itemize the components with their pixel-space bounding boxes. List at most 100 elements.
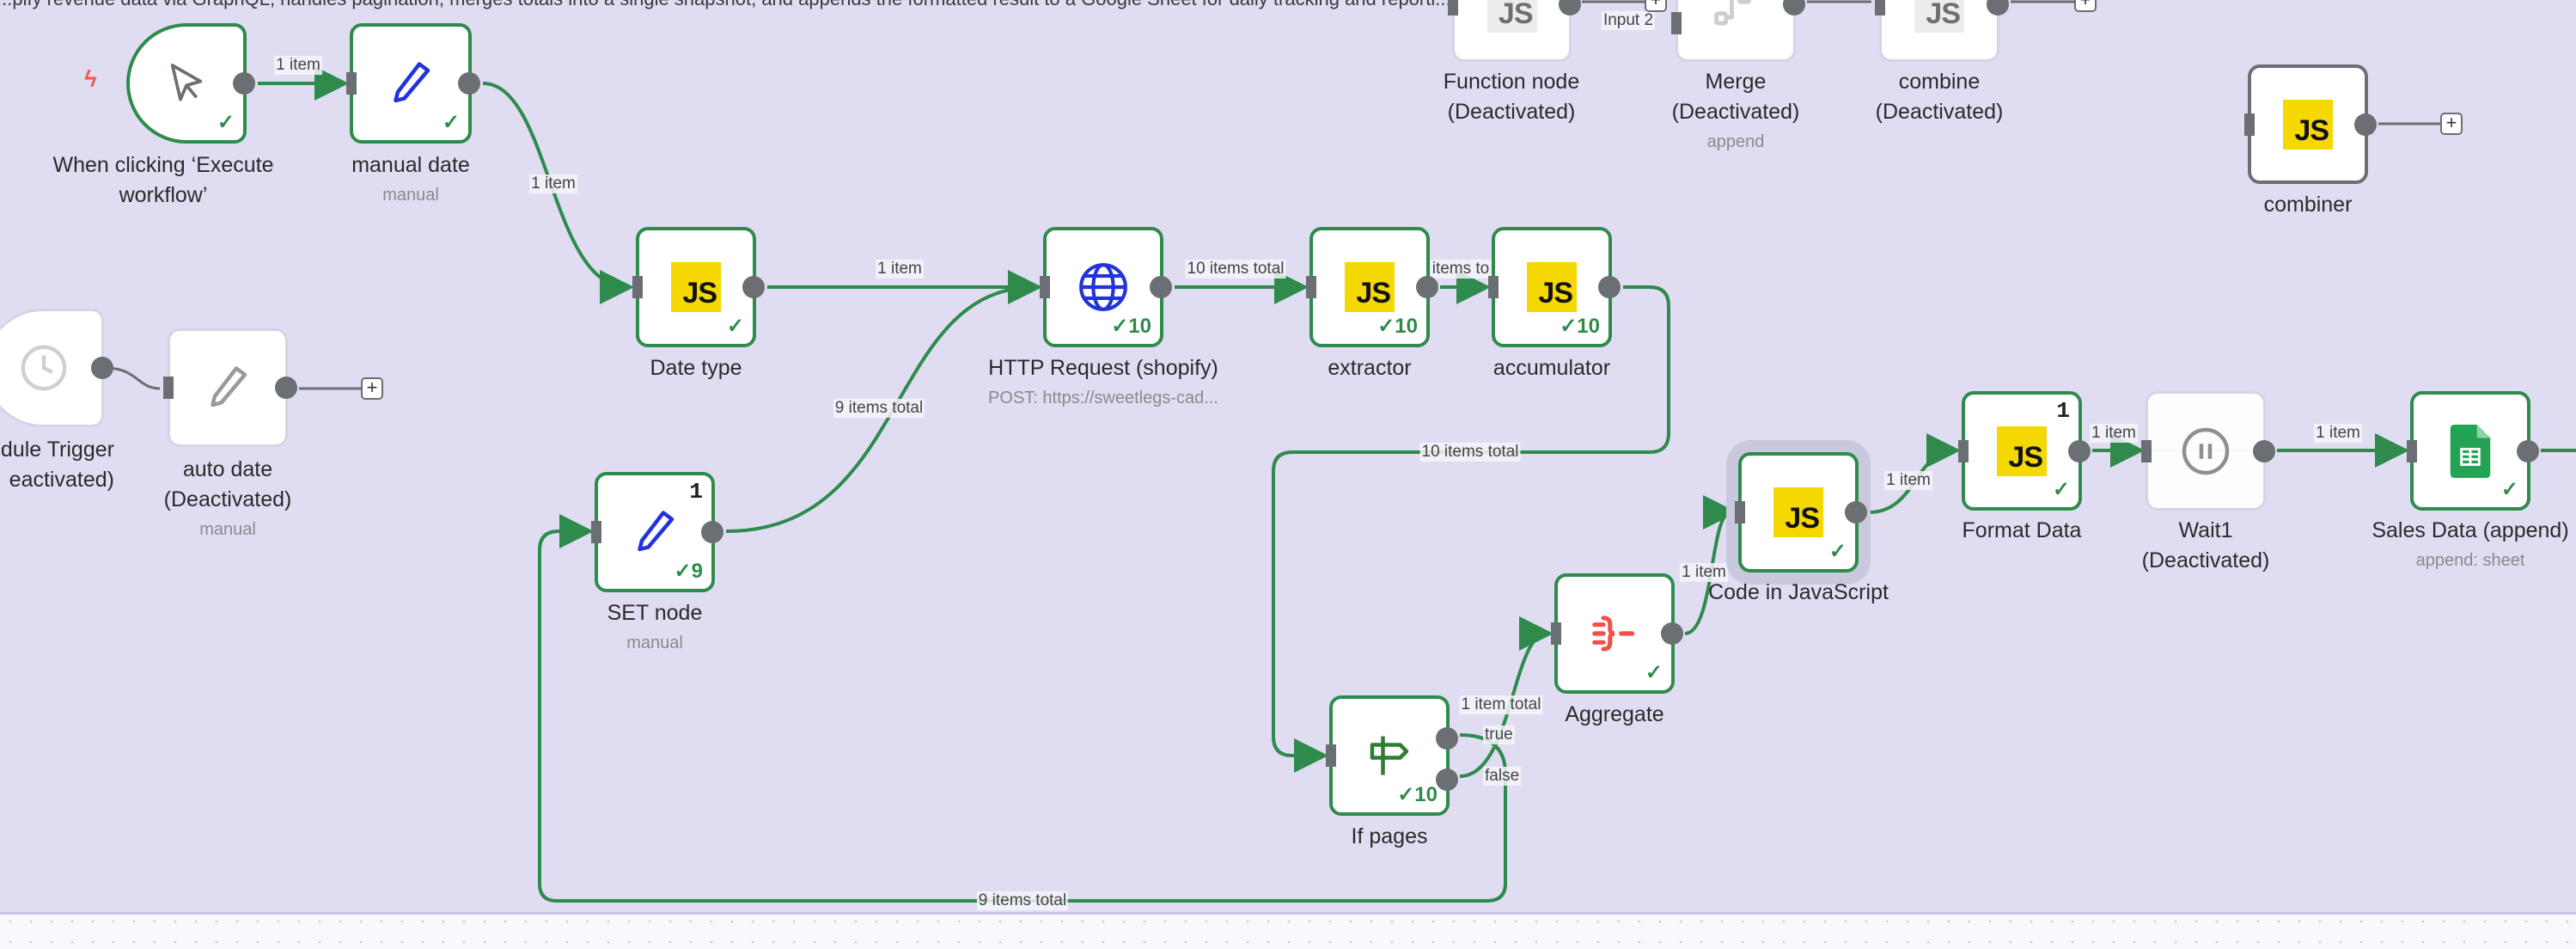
- input-handle[interactable]: [1735, 501, 1745, 523]
- edge-label: 10 items total: [1419, 443, 1521, 462]
- pencil-icon: [211, 366, 247, 407]
- node-accumulator[interactable]: JS ✓10: [1488, 227, 1621, 347]
- input-label: Input 2: [1601, 11, 1656, 30]
- edge-if-false-set: [538, 514, 1507, 903]
- node-label: If pages: [1351, 824, 1428, 848]
- input-handle[interactable]: [1551, 622, 1561, 645]
- aggregate-icon: [1592, 615, 1635, 652]
- add-node-button[interactable]: +: [2074, 0, 2097, 12]
- add-node-button[interactable]: +: [361, 377, 383, 400]
- output-handle[interactable]: [1598, 276, 1621, 298]
- output-handle[interactable]: [742, 276, 765, 298]
- node-sales-data[interactable]: ✓: [2407, 391, 2539, 511]
- output-handle[interactable]: [91, 357, 113, 379]
- input-handle[interactable]: [2407, 439, 2417, 462]
- node-merge[interactable]: [1671, 0, 1805, 62]
- input-handle[interactable]: [1326, 744, 1336, 767]
- edge-schedule-autodate: [104, 366, 161, 390]
- workflow-canvas[interactable]: ...pify revenue data via GraphQL, handle…: [0, 0, 2576, 912]
- input-handle[interactable]: [1306, 276, 1316, 298]
- output-handle[interactable]: [458, 72, 480, 95]
- input-handle-2[interactable]: [1671, 12, 1682, 34]
- output-handle[interactable]: [1783, 0, 1805, 15]
- edge-label: 10 items total: [1185, 260, 1286, 279]
- output-handle[interactable]: [2068, 439, 2091, 462]
- node-combine[interactable]: JS: [1875, 0, 2009, 62]
- pencil-icon: [638, 511, 675, 552]
- javascript-icon: JS: [1997, 426, 2047, 476]
- javascript-icon: JS: [2283, 99, 2333, 150]
- javascript-icon: JS: [1914, 0, 1964, 33]
- node-combiner[interactable]: JS: [2244, 64, 2377, 184]
- run-count: 1: [2056, 398, 2070, 424]
- node-aggregate[interactable]: ✓: [1551, 573, 1683, 694]
- node-format-data[interactable]: 1 JS ✓: [1958, 391, 2091, 511]
- edge-label: 1 item: [274, 56, 322, 75]
- output-handle-true[interactable]: [1436, 727, 1458, 750]
- javascript-icon: JS: [1486, 0, 1537, 33]
- node-date-type[interactable]: JS ✓: [632, 227, 765, 347]
- input-handle[interactable]: [1875, 0, 1885, 15]
- input-handle[interactable]: [591, 521, 601, 543]
- input-handle[interactable]: [346, 72, 357, 95]
- edge-label: 1 item total: [1459, 695, 1543, 714]
- output-handle[interactable]: [2354, 113, 2377, 136]
- node-auto-date[interactable]: [163, 328, 297, 447]
- add-node-button[interactable]: +: [2440, 113, 2463, 135]
- javascript-icon: JS: [1345, 262, 1395, 312]
- output-handle[interactable]: [1661, 622, 1683, 645]
- success-check: ✓: [2500, 478, 2518, 501]
- output-handle[interactable]: [701, 521, 723, 543]
- node-manual-trigger[interactable]: ✓: [126, 23, 255, 144]
- input-handle[interactable]: [1040, 276, 1050, 298]
- output-handle[interactable]: [1987, 0, 2009, 15]
- node-label: HTTP Request (shopify)POST: https://swee…: [988, 356, 1218, 407]
- edge-label: 1 item: [2090, 424, 2138, 443]
- success-check: ✓: [1645, 661, 1663, 684]
- node-if-pages[interactable]: ✓10: [1326, 695, 1458, 816]
- node-set[interactable]: 1 ✓9: [591, 472, 723, 592]
- output-handle[interactable]: [1559, 0, 1581, 15]
- success-check: ✓: [2052, 478, 2070, 501]
- input-handle[interactable]: [1488, 276, 1499, 298]
- edge-label: 1 item: [876, 260, 924, 279]
- output-handle[interactable]: [2517, 439, 2539, 462]
- output-handle-false[interactable]: [1436, 768, 1458, 791]
- node-code-javascript[interactable]: JS ✓: [1735, 452, 1867, 572]
- node-extractor[interactable]: JS ✓10: [1306, 227, 1438, 347]
- node-label: Function node(Deactivated): [1443, 70, 1580, 124]
- input-handle[interactable]: [2244, 113, 2255, 136]
- edge-label: 9 items total: [976, 891, 1069, 910]
- node-wait1[interactable]: [2141, 391, 2275, 511]
- node-label: auto date(Deactivated)manual: [163, 457, 292, 539]
- clock-icon: [21, 345, 67, 391]
- node-http-request[interactable]: ✓10: [1040, 227, 1172, 347]
- add-node-button[interactable]: +: [1645, 0, 1667, 12]
- edge-label: items to: [1430, 260, 1492, 279]
- node-label: accumulator: [1492, 356, 1611, 380]
- output-handle[interactable]: [1150, 276, 1172, 298]
- success-count: ✓10: [1377, 315, 1418, 338]
- signpost-icon: [1370, 736, 1409, 775]
- input-handle[interactable]: [1448, 0, 1458, 15]
- output-handle[interactable]: [1416, 276, 1438, 298]
- output-handle[interactable]: [275, 377, 297, 399]
- success-check: ✓: [726, 315, 744, 338]
- output-handle[interactable]: [2253, 439, 2275, 462]
- output-label-true: true: [1483, 726, 1515, 744]
- input-handle[interactable]: [2141, 439, 2152, 462]
- node-label: Wait1(Deactivated): [2141, 518, 2270, 572]
- input-handle[interactable]: [1958, 439, 1969, 462]
- node-manual-date[interactable]: ✓: [346, 23, 480, 144]
- node-function[interactable]: JS: [1448, 0, 1581, 62]
- output-handle[interactable]: [233, 72, 255, 95]
- input-handle[interactable]: [632, 276, 643, 298]
- node-schedule-trigger[interactable]: [0, 309, 113, 427]
- node-label: Code in JavaScript: [1708, 580, 1889, 604]
- run-count: 1: [689, 479, 703, 505]
- input-handle[interactable]: [163, 377, 174, 399]
- output-handle[interactable]: [1845, 501, 1867, 523]
